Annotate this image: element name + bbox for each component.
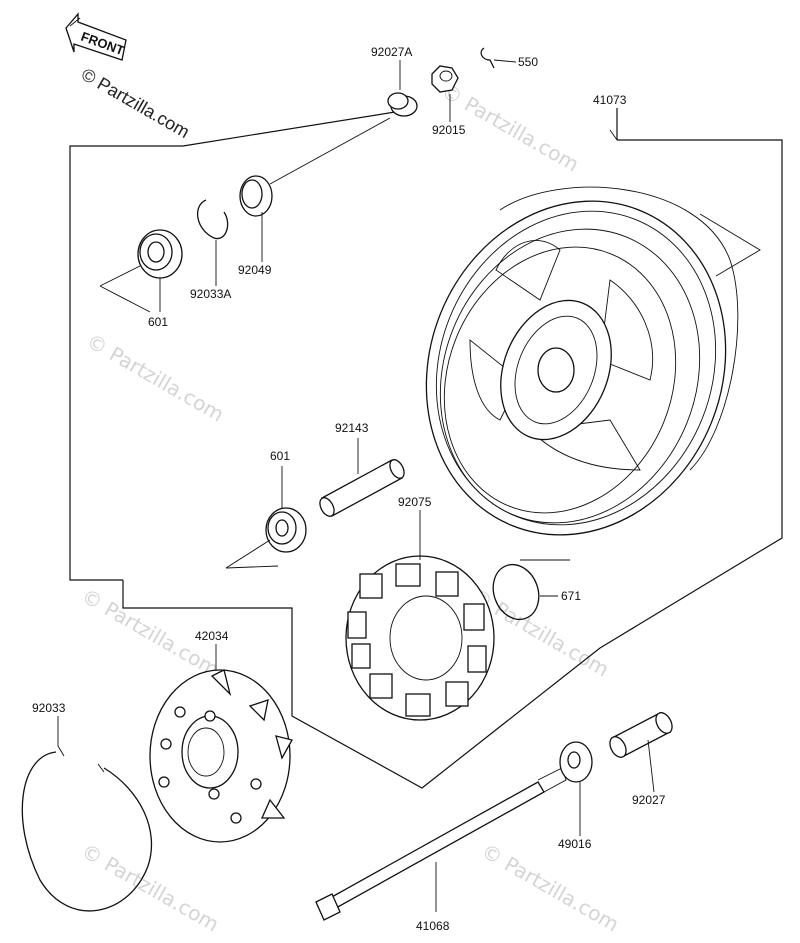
- washer-49016: [559, 741, 593, 836]
- circlip-92033a: [196, 199, 229, 286]
- part-label-92027a: 92027A: [371, 45, 412, 59]
- part-label-601-upper: 601: [148, 315, 168, 329]
- watermark-text: © Partzilla.com: [83, 329, 229, 427]
- watermark-text: © Partzilla.com: [478, 839, 624, 937]
- collar-92027a: [387, 60, 418, 117]
- bearing-601-upper: [99, 229, 183, 313]
- bearing-601-lower: [225, 466, 307, 569]
- part-label-92033: 92033: [32, 701, 66, 715]
- part-label-92015: 92015: [432, 123, 466, 137]
- circlip-92033: [21, 716, 153, 912]
- part-label-92075: 92075: [398, 495, 432, 509]
- part-label-92033a: 92033A: [190, 287, 231, 301]
- damper-92075: [345, 510, 495, 721]
- coupling-42034: [149, 644, 293, 843]
- spacer-92143: [319, 438, 405, 517]
- assembly-outline: [69, 108, 783, 789]
- copyright-text: © Partzilla.com: [78, 64, 193, 142]
- part-label-92049: 92049: [238, 263, 272, 277]
- part-label-671: 671: [561, 589, 581, 603]
- part-label-49016: 49016: [558, 837, 592, 851]
- part-label-41068: 41068: [416, 919, 450, 933]
- part-label-42034: 42034: [195, 629, 229, 643]
- o-ring-671: [492, 559, 570, 621]
- front-arrow-badge: FRONT: [65, 12, 127, 61]
- axle-nut-92015: [431, 65, 459, 122]
- collar-92027: [609, 712, 673, 793]
- wheel-41073: [425, 129, 761, 536]
- seal-92049: [239, 117, 391, 262]
- watermark-text: © Partzilla.com: [78, 839, 224, 937]
- part-label-550: 550: [518, 55, 538, 69]
- part-label-92027: 92027: [632, 793, 666, 807]
- axle-41068: [315, 767, 567, 921]
- part-label-41073: 41073: [593, 93, 627, 107]
- part-label-601-lower: 601: [270, 449, 290, 463]
- cotter-pin-550: [480, 47, 517, 69]
- part-label-92143: 92143: [335, 421, 369, 435]
